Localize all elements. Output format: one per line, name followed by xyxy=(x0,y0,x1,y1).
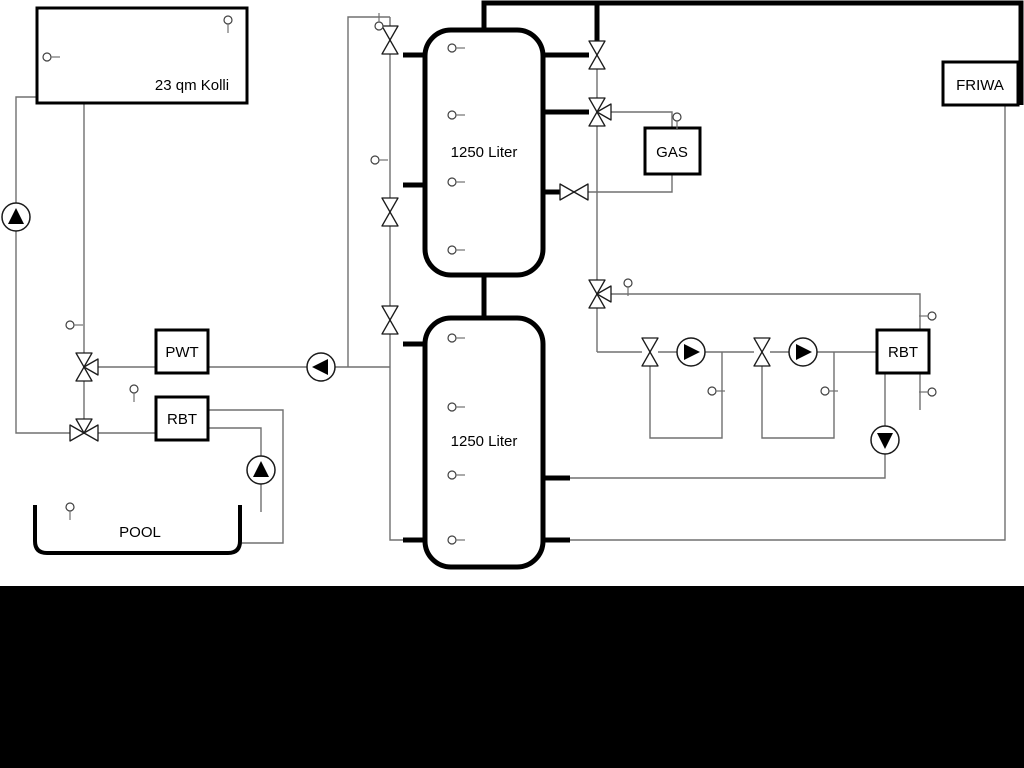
pwt-body xyxy=(154,328,210,375)
pipes-main xyxy=(403,0,1024,543)
pump-charge-icon xyxy=(306,352,336,382)
pwt-heat-exchanger: PWT xyxy=(154,328,210,375)
buffer-tank-2-label: 1250 Liter xyxy=(451,433,518,450)
friwa-station: FRIWA xyxy=(941,60,1020,107)
pipe-gas-flow xyxy=(611,111,673,128)
buffer-tank-2: 1250 Liter xyxy=(422,315,546,570)
pipe-manifold-vertical xyxy=(389,17,403,541)
solar-collector-label: 23 qm Kolli xyxy=(155,77,229,94)
solar-collector-body xyxy=(35,6,249,105)
pump-solar-icon xyxy=(1,202,31,232)
pool: POOL xyxy=(33,505,242,555)
pipe-gas-return xyxy=(588,174,673,193)
pump-circuit-1-icon xyxy=(676,337,706,367)
pipe-rbt-to-pool xyxy=(208,409,284,544)
buffer-tank-2-body xyxy=(422,315,546,570)
tank1-stubs xyxy=(403,52,589,195)
rbt-left: RBT xyxy=(154,395,210,442)
pwt-label: PWT xyxy=(165,344,198,361)
rbt-right-label: RBT xyxy=(888,344,918,361)
friwa-label: FRIWA xyxy=(956,77,1004,94)
gas-boiler: GAS xyxy=(643,126,702,176)
pipe-friwa-cold xyxy=(570,105,1006,541)
letterbox-bottom xyxy=(0,586,1024,768)
rbt-right: RBT xyxy=(875,328,931,375)
friwa-body xyxy=(941,60,1020,107)
gas-boiler-body xyxy=(643,126,702,176)
pipe-solar-left xyxy=(15,96,156,434)
buffer-tank-1-label: 1250 Liter xyxy=(451,144,518,161)
pump-pool-icon xyxy=(246,455,276,485)
solar-collector: 23 qm Kolli xyxy=(35,6,249,105)
pipe-mixing-loops xyxy=(649,352,835,439)
pipe-pool-pump xyxy=(208,427,262,512)
tank2-stubs xyxy=(403,341,570,543)
buffer-tank-1: 1250 Liter xyxy=(422,27,546,278)
pool-body xyxy=(33,505,242,555)
pump-circuit-2-icon xyxy=(788,337,818,367)
gas-boiler-label: GAS xyxy=(656,144,688,161)
rbt-left-body xyxy=(154,395,210,442)
pipe-manifold-top xyxy=(347,16,390,367)
pipe-rbt-right-return xyxy=(570,373,886,479)
rbt-left-label: RBT xyxy=(167,411,197,428)
pool-label: POOL xyxy=(119,524,161,541)
buffer-tank-1-body xyxy=(422,27,546,278)
pump-rbt-right-icon xyxy=(870,425,900,455)
pipes-thin xyxy=(15,16,1006,544)
main-hot-supply xyxy=(481,0,1024,105)
rbt-right-body xyxy=(875,328,931,375)
